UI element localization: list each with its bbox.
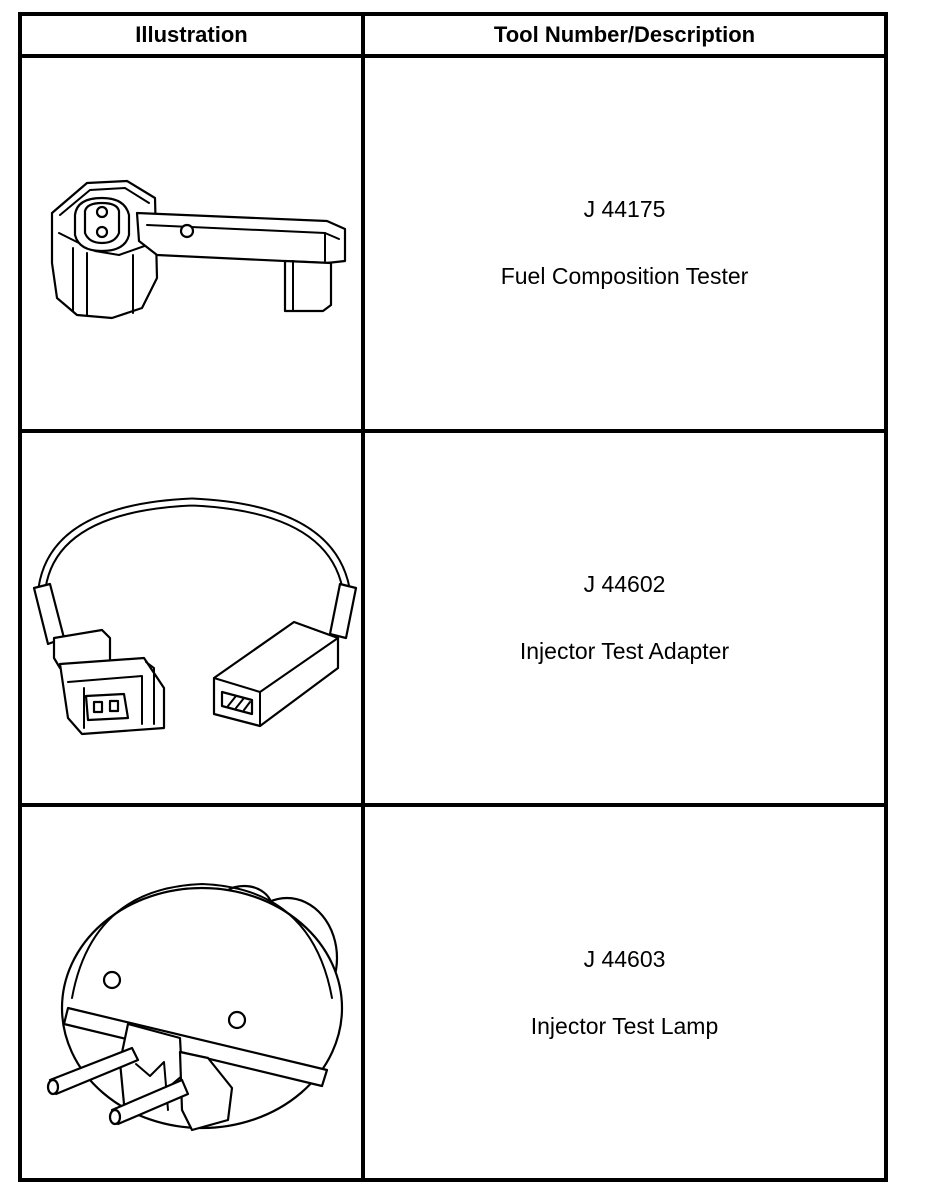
illustration-cell — [18, 428, 365, 808]
tool-number: J 44175 — [583, 196, 666, 223]
table-header-row: Illustration Tool Number/Description — [18, 12, 888, 58]
special-tools-table: Illustration Tool Number/Description — [18, 12, 888, 1182]
tool-description: Fuel Composition Tester — [500, 263, 749, 290]
tool-description: Injector Test Adapter — [519, 637, 730, 664]
injector-test-adapter-icon — [32, 497, 357, 736]
injector-test-lamp-icon — [46, 882, 343, 1131]
tool-description-cell: J 44603 Injector Test Lamp — [361, 803, 888, 1182]
illustration-header: Illustration — [18, 12, 365, 58]
tool-number: J 44602 — [583, 570, 666, 597]
illustration-cell — [18, 803, 365, 1182]
table-row: J 44175 Fuel Composition Tester — [18, 54, 888, 433]
tool-description-cell: J 44602 Injector Test Adapter — [361, 428, 888, 808]
tool-description-header: Tool Number/Description — [361, 12, 888, 58]
illustration-cell — [18, 54, 365, 433]
tool-description: Injector Test Lamp — [530, 1012, 719, 1039]
table-row: J 44603 Injector Test Lamp — [18, 803, 888, 1182]
table-row: J 44602 Injector Test Adapter — [18, 428, 888, 808]
tool-number: J 44603 — [583, 945, 666, 972]
tool-description-cell: J 44175 Fuel Composition Tester — [361, 54, 888, 433]
fuel-composition-tester-icon — [50, 180, 346, 320]
